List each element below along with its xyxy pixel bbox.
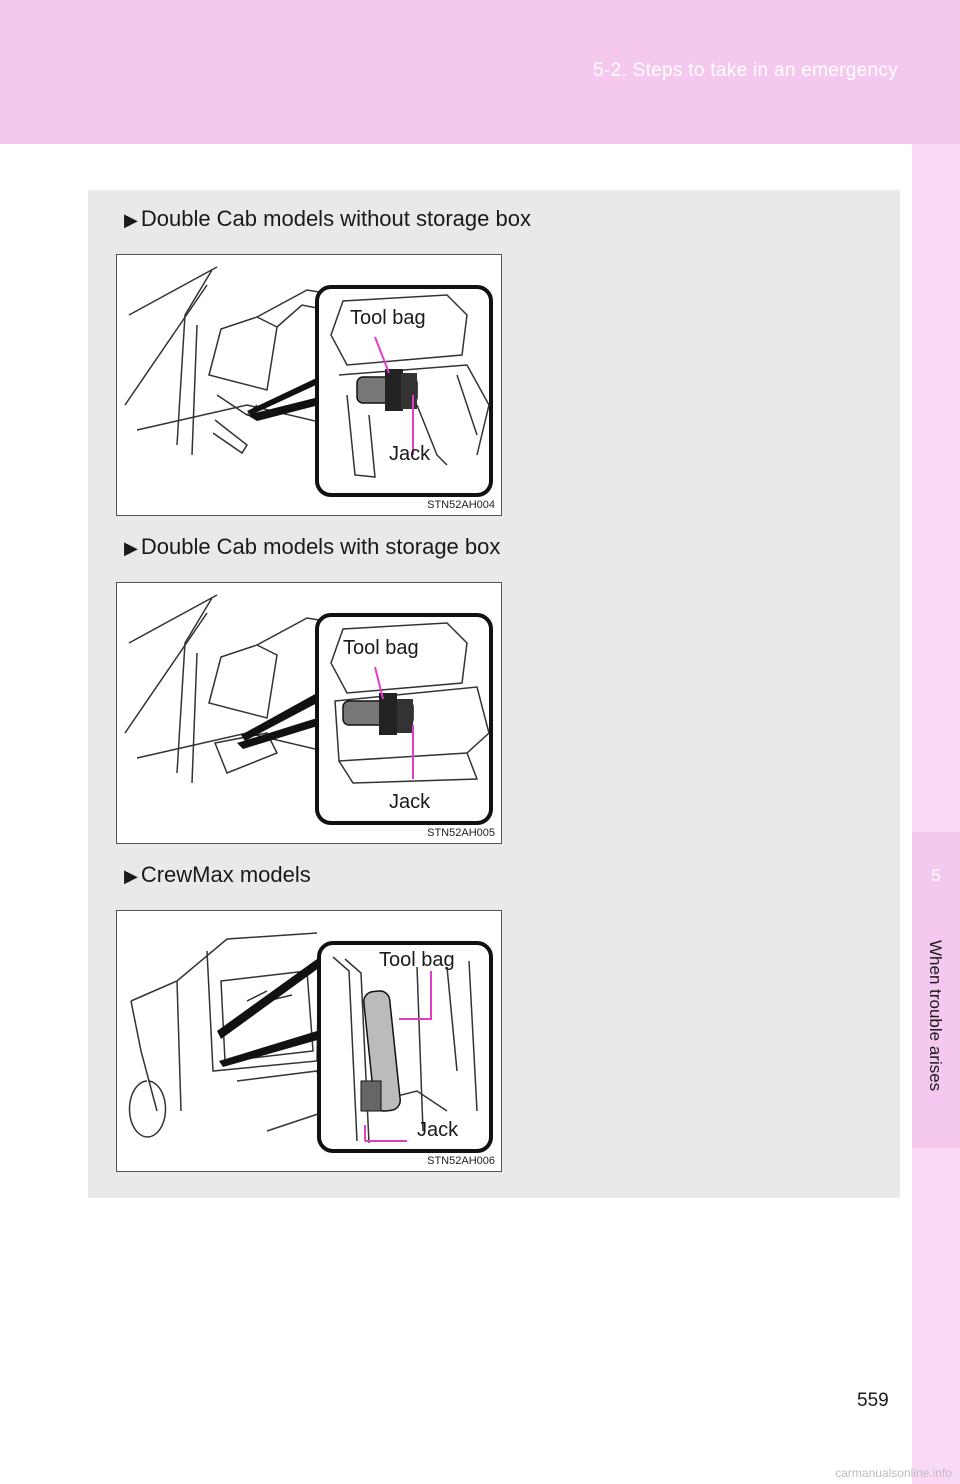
- section-caption-3: ▶CrewMax models: [124, 862, 311, 888]
- figure-code: STN52AH005: [427, 827, 495, 839]
- caption-text: Double Cab models without storage box: [140, 206, 531, 231]
- figure-crewmax: Tool bag Jack STN52AH006: [116, 910, 502, 1172]
- bullet-triangle-icon: ▶: [124, 866, 138, 886]
- chapter-number: 5: [931, 866, 941, 885]
- bullet-triangle-icon: ▶: [124, 538, 138, 558]
- page-number: 559: [857, 1390, 889, 1411]
- jack-label: Jack: [389, 443, 431, 465]
- section-caption-2: ▶Double Cab models with storage box: [124, 534, 500, 560]
- caption-text: Double Cab models with storage box: [140, 534, 501, 559]
- truck-interior-illustration: [124, 266, 493, 497]
- jack-label: Jack: [417, 1119, 459, 1141]
- chapter-tab-active[interactable]: [912, 832, 960, 1148]
- tool-bag-label: Tool bag: [379, 949, 455, 971]
- caption-text: CrewMax models: [140, 862, 311, 887]
- figure-with-storage-box: Tool bag Jack STN52AH005: [116, 582, 502, 844]
- section-caption-1: ▶Double Cab models without storage box: [124, 206, 531, 232]
- tool-bag-label: Tool bag: [350, 307, 426, 329]
- chapter-label: When trouble arises: [926, 940, 945, 1092]
- jack-label: Jack: [389, 791, 431, 813]
- bullet-triangle-icon: ▶: [124, 210, 138, 230]
- chapter-side-tab: [912, 144, 960, 1484]
- figure-without-storage-box: Tool bag Jack STN52AH004: [116, 254, 502, 516]
- figure-code: STN52AH004: [427, 499, 495, 511]
- truck-interior-illustration: [124, 594, 493, 825]
- section-title: 5-2. Steps to take in an emergency: [593, 60, 898, 81]
- truck-interior-illustration: [128, 932, 493, 1153]
- watermark: carmanualsonline.info: [835, 1466, 952, 1480]
- page-header: 5-2. Steps to take in an emergency: [0, 0, 960, 144]
- tool-bag-label: Tool bag: [343, 637, 419, 659]
- figure-code: STN52AH006: [427, 1155, 495, 1167]
